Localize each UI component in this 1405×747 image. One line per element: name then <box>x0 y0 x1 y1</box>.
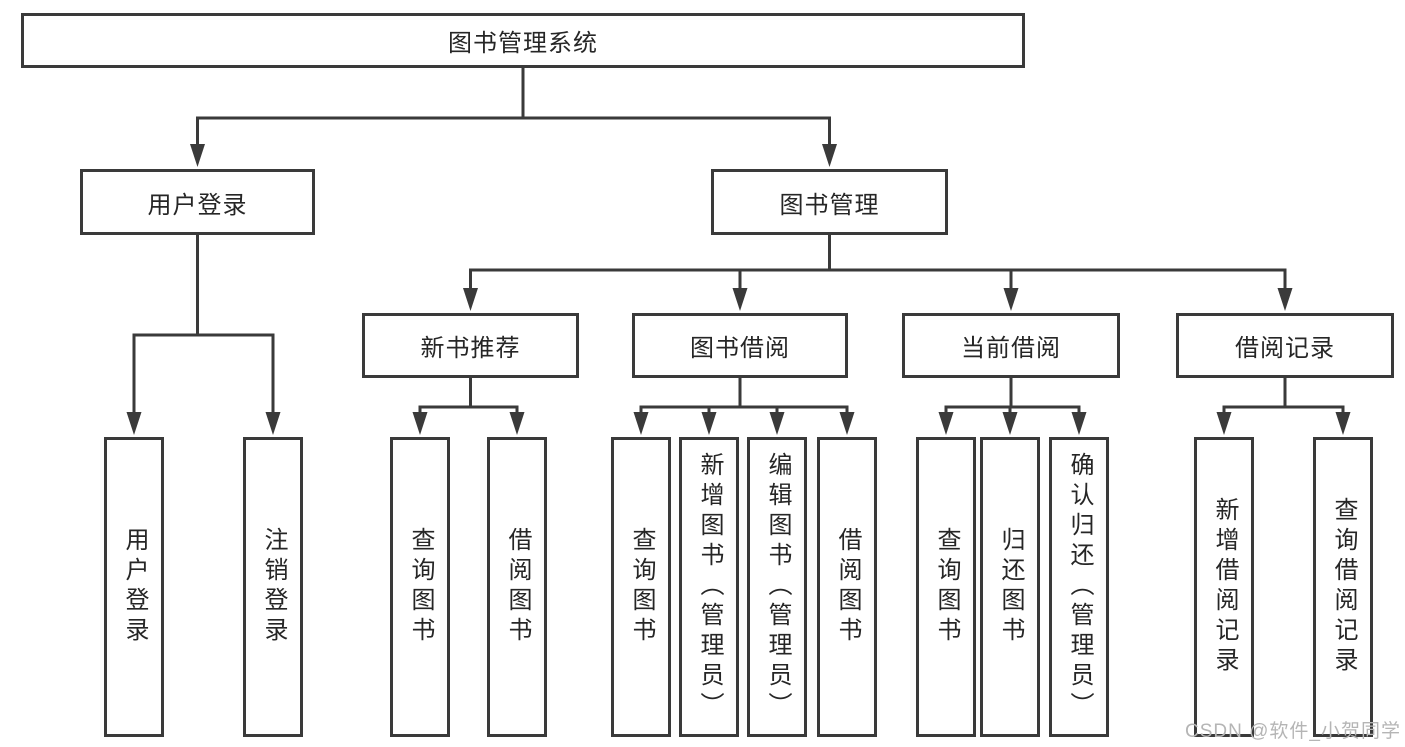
arrowhead-icon <box>938 412 954 435</box>
arrowhead-icon <box>190 144 205 167</box>
arrowhead-icon <box>633 412 649 435</box>
leaf-current-confirm-return: 确认归还（管理员） <box>1049 437 1109 737</box>
leaf-borrow-borrow-book: 借阅图书 <box>817 437 877 737</box>
arrowhead-icon <box>126 412 142 435</box>
arrowhead-icon <box>463 288 478 311</box>
arrowhead-icon <box>822 144 837 167</box>
leaf-recommend-query-book: 查询图书 <box>390 437 450 737</box>
arrowhead-icon <box>412 412 428 435</box>
leaf-records-query-record: 查询借阅记录 <box>1313 437 1373 737</box>
leaf-current-return-book: 归还图书 <box>980 437 1040 737</box>
arrowhead-icon <box>839 412 855 435</box>
node-borrowing-records: 借阅记录 <box>1176 313 1394 378</box>
arrowhead-icon <box>769 412 785 435</box>
node-book-management: 图书管理 <box>711 169 948 235</box>
node-root: 图书管理系统 <box>21 13 1025 68</box>
arrowhead-icon <box>1071 412 1087 435</box>
leaf-borrow-add-book: 新增图书（管理员） <box>679 437 739 737</box>
arrowhead-icon <box>1002 412 1018 435</box>
arrowhead-icon <box>701 412 717 435</box>
leaf-logout: 注销登录 <box>243 437 303 737</box>
leaf-recommend-borrow-book: 借阅图书 <box>487 437 547 737</box>
arrowhead-icon <box>1003 288 1019 311</box>
arrowhead-icon <box>1335 412 1351 435</box>
arrowhead-icon <box>1277 288 1293 311</box>
node-current-borrowing: 当前借阅 <box>902 313 1120 378</box>
arrowhead-icon <box>509 412 525 435</box>
leaf-user-login: 用户登录 <box>104 437 164 737</box>
node-book-borrowing: 图书借阅 <box>632 313 848 378</box>
node-new-book-recommend: 新书推荐 <box>362 313 579 378</box>
arrowhead-icon <box>732 288 748 311</box>
node-user-login: 用户登录 <box>80 169 315 235</box>
leaf-borrow-edit-book: 编辑图书（管理员） <box>747 437 807 737</box>
arrowhead-icon <box>265 412 281 435</box>
arrowhead-icon <box>1216 412 1232 435</box>
leaf-records-add-record: 新增借阅记录 <box>1194 437 1254 737</box>
leaf-current-query-book: 查询图书 <box>916 437 976 737</box>
leaf-borrow-query-book: 查询图书 <box>611 437 671 737</box>
